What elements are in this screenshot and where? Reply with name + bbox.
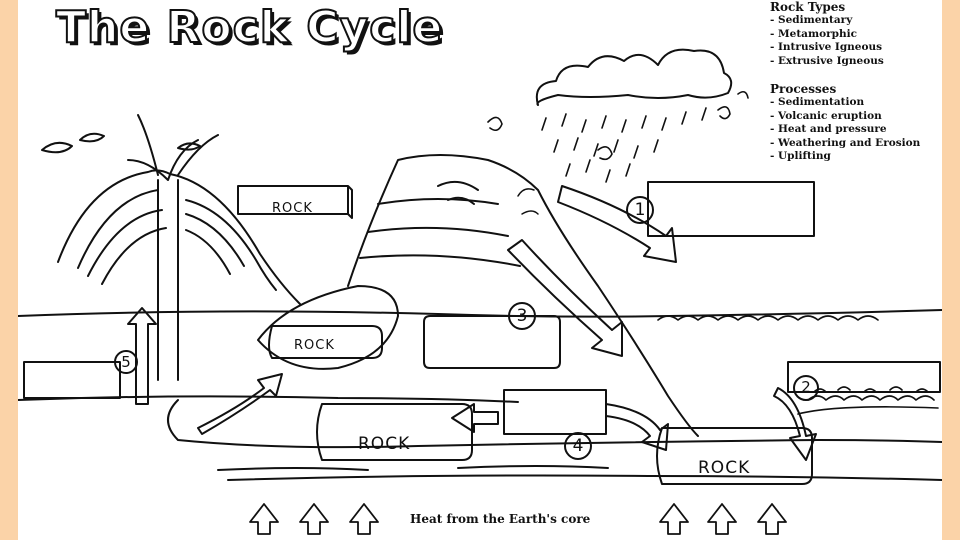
process-item: - Heat and pressure — [770, 123, 887, 135]
heat-caption: Heat from the Earth's core — [410, 512, 591, 526]
process-arrows — [127, 185, 817, 461]
step-number-2: 2 — [801, 378, 811, 396]
arrow-weathering — [557, 185, 677, 263]
arrow-down-sediment — [773, 387, 817, 461]
up-arrow-icon — [349, 503, 379, 535]
step-number-3: 3 — [516, 306, 528, 326]
number-circles — [114, 196, 819, 460]
rock-type-item: - Metamorphic — [770, 27, 857, 40]
lava-drop-icon — [41, 132, 201, 154]
sediment-pile — [797, 386, 939, 415]
rock-boxes — [268, 325, 813, 485]
rock-label: ROCK — [358, 434, 411, 454]
up-arrow-icon — [707, 503, 737, 535]
step-circle-3 — [508, 302, 536, 330]
process-item: - Sedimentation — [770, 96, 865, 108]
rock-label: ROCK — [294, 338, 335, 353]
step-circle-2 — [793, 375, 819, 401]
rock-cycle-illustration — [18, 48, 942, 535]
step-circle-4 — [564, 432, 592, 460]
rock-type-item: - Sedimentary — [770, 14, 853, 26]
arrow-to-rock — [197, 373, 283, 435]
process-item: - Uplifting — [770, 150, 831, 162]
process-item: - Weathering and Erosion — [770, 136, 921, 149]
rock-type-item: - Intrusive Igneous — [770, 41, 883, 53]
rock-cycle-worksheet: The Rock Cycle Rock Types - Sedimentary … — [18, 0, 942, 540]
rock-types-heading: Rock Types — [770, 0, 846, 14]
process-item: - Volcanic eruption — [770, 109, 882, 122]
rain-icon — [487, 90, 749, 183]
step-circle-5 — [114, 350, 138, 374]
processes-heading: Processes — [770, 82, 837, 96]
cloud-icon — [535, 48, 733, 106]
step-number-5: 5 — [121, 353, 131, 371]
volcano-shape — [41, 114, 301, 381]
arrow-left — [451, 403, 499, 433]
mountain-shape — [347, 154, 699, 437]
rock-label: ROCK — [698, 458, 751, 478]
up-arrow-icon — [659, 503, 689, 535]
arrow-uplift-column — [127, 307, 157, 405]
rock-type-item: - Extrusive Igneous — [770, 54, 884, 67]
up-arrow-icon — [299, 503, 329, 535]
legend-panel: Rock Types - Sedimentary - Metamorphic -… — [770, 0, 920, 164]
worksheet-title: The Rock Cycle — [55, 1, 444, 54]
heat-arrows — [249, 503, 787, 535]
up-arrow-icon — [757, 503, 787, 535]
arrow-curve-right — [605, 403, 669, 451]
up-arrow-icon — [249, 503, 279, 535]
rock-label: ROCK — [272, 201, 313, 216]
step-number-1: 1 — [634, 200, 646, 220]
answer-boxes — [23, 181, 941, 435]
step-circle-1 — [626, 196, 654, 224]
step-number-4: 4 — [572, 436, 584, 456]
arrow-uplift-mountain — [507, 239, 623, 357]
